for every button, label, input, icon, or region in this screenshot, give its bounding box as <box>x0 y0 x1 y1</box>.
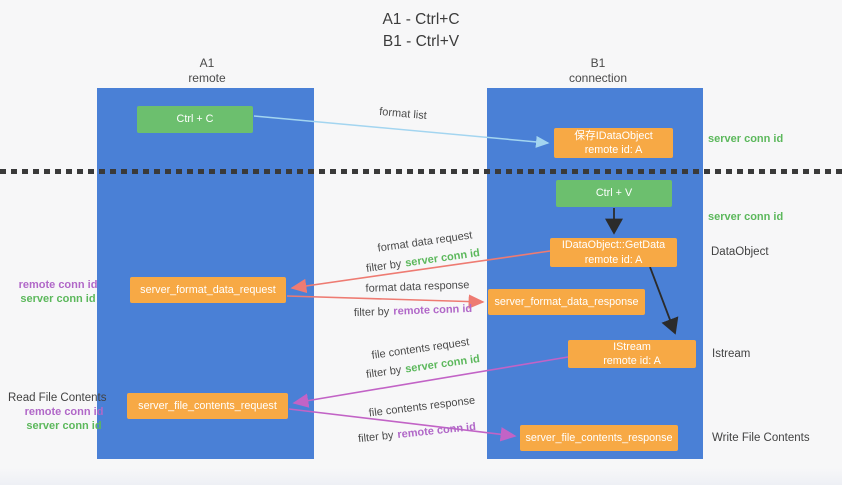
node-getdata-line1: IDataObject::GetData <box>561 239 666 252</box>
column-a1-subtitle: remote <box>188 71 226 85</box>
node-file-response-label: server_file_contents_response <box>525 431 673 444</box>
label-dataobject: DataObject <box>711 246 769 258</box>
node-ctrl-c: Ctrl + C <box>137 106 253 133</box>
node-istream-line2: remote id: A <box>603 355 661 367</box>
node-format-request-label: server_format_data_request <box>140 283 276 296</box>
column-header-b1: B1 connection <box>528 56 668 86</box>
column-b1-subtitle: connection <box>568 71 628 85</box>
node-istream: IStream remote id: A <box>568 340 696 368</box>
node-istream-line1: IStream <box>613 340 651 353</box>
title-line-1: A1 - Ctrl+C <box>382 11 460 28</box>
arrow-getdata-to-istream <box>649 266 679 335</box>
node-file-request-label: server_file_contents_request <box>138 399 277 412</box>
label-left-mid-conn-ids: remote conn id server conn id <box>8 279 108 307</box>
node-ctrl-v-label: Ctrl + V <box>595 187 633 200</box>
arrow-file-contents-response <box>288 408 517 442</box>
label-istream-side: Istream <box>712 348 751 360</box>
node-idataobject-getdata: IDataObject::GetData remote id: A <box>550 238 677 267</box>
title-line-2: B1 - Ctrl+V <box>382 32 460 50</box>
arrow-file-contents-request <box>292 356 569 408</box>
label-server-conn-id-top: server conn id <box>708 133 784 145</box>
diagram-title: A1 - Ctrl+C B1 - Ctrl+V <box>0 9 842 52</box>
node-server-file-contents-request: server_file_contents_request <box>127 393 288 419</box>
label-server-conn-id-bottom: server conn id <box>26 419 102 432</box>
filter-prefix: filter by <box>353 305 390 320</box>
arrow-format-list <box>253 115 550 148</box>
node-save-idataobject-line2: remote id: A <box>584 144 643 156</box>
node-save-idataobject: 保存IDataObject remote id: A <box>554 128 673 158</box>
label-write-file-contents: Write File Contents <box>712 432 810 444</box>
column-b1-name: B1 <box>590 56 606 70</box>
arrow-format-data-request <box>290 250 551 294</box>
node-getdata-line2: remote id: A <box>584 253 643 266</box>
label-remote-conn-id-mid: remote conn id <box>18 279 98 291</box>
node-server-file-contents-response: server_file_contents_response <box>520 425 678 451</box>
label-remote-conn-id-bottom: remote conn id <box>24 406 104 418</box>
arrow-format-data-response <box>286 294 485 309</box>
column-a1-name: A1 <box>199 56 215 70</box>
node-ctrl-v: Ctrl + V <box>556 180 672 207</box>
node-server-format-data-response: server_format_data_response <box>488 289 645 315</box>
label-server-conn-id-mid: server conn id <box>708 211 784 223</box>
machine-boundary-dotted-line <box>0 169 842 174</box>
bottom-fade <box>0 468 842 485</box>
node-server-format-data-request: server_format_data_request <box>130 277 286 303</box>
label-left-bottom-conn-ids: remote conn id server conn id <box>14 406 114 434</box>
label-read-file-contents: Read File Contents <box>8 392 107 404</box>
node-save-idataobject-line1: 保存IDataObject <box>574 129 653 142</box>
column-header-a1: A1 remote <box>137 56 277 86</box>
node-ctrl-c-label: Ctrl + C <box>176 113 214 126</box>
label-server-conn-id-mid-left: server conn id <box>20 292 96 305</box>
node-format-response-label: server_format_data_response <box>494 295 639 308</box>
